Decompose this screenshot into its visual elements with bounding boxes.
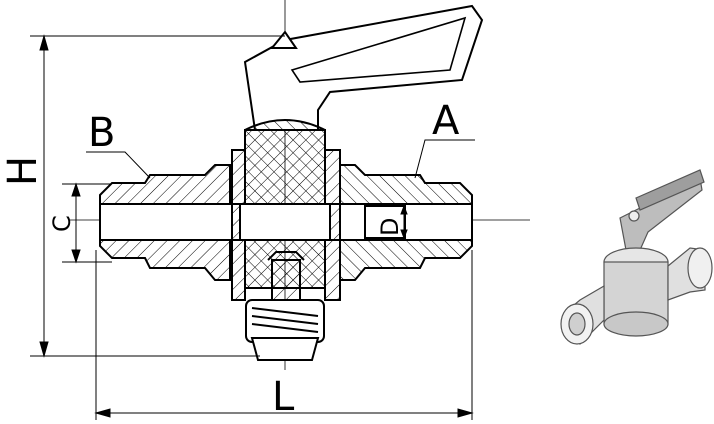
leader-lines [86,139,475,179]
label-b: B [88,110,115,156]
dimension-lines [30,34,474,420]
left-fitting [99,164,241,281]
label-d: D [376,218,404,236]
label-c: C [48,215,76,232]
label-a: A [432,98,460,144]
label-l: L [272,374,295,420]
right-fitting [329,164,473,281]
label-h: H [0,156,46,186]
spring-cap [245,299,325,361]
valve-body [231,119,341,311]
valve-3d-icon [560,169,713,345]
